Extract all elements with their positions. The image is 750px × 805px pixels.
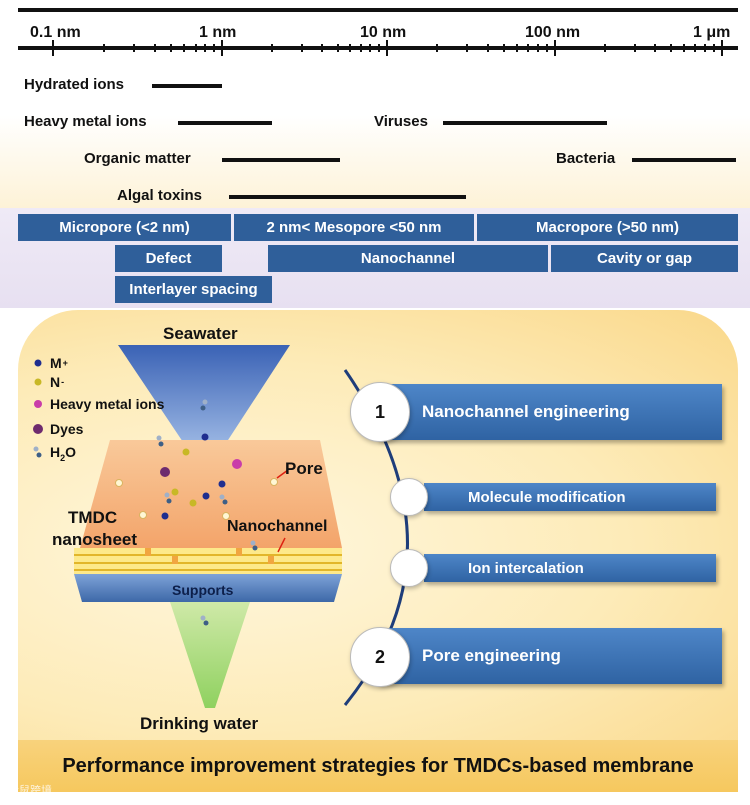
drinking-water-arrow <box>170 602 250 708</box>
strategy-1-circle: 1 <box>350 382 410 442</box>
label-algal-toxins: Algal toxins <box>117 187 203 204</box>
legend-mplus: M+ <box>50 355 68 371</box>
legend-heavy-metal: Heavy metal ions <box>50 396 165 412</box>
nanosheet-label: nanosheet <box>52 530 138 549</box>
strategy-pore-engineering: Pore engineering <box>378 628 722 684</box>
tick-label-10nm: 10 nm <box>360 24 407 41</box>
range-heavy-metal-ions <box>178 121 272 125</box>
pore-label: Pore <box>285 459 323 478</box>
legend-dyes-dot <box>33 424 43 434</box>
title-band: Performance improvement strategies for T… <box>18 740 738 792</box>
range-algal-toxins <box>229 195 466 199</box>
tick-label-100nm: 100 nm <box>525 24 581 41</box>
micropore-box: Micropore (<2 nm) <box>18 214 231 241</box>
drinking-water-label: Drinking water <box>140 714 259 733</box>
figure-title: Performance improvement strategies for T… <box>62 754 694 777</box>
legend-heavy-metal-dot <box>34 400 42 408</box>
defect-box: Defect <box>115 245 222 272</box>
tick-label-1nm: 1 nm <box>199 24 237 41</box>
strategy-molecule-modification: Molecule modification <box>424 483 716 511</box>
range-viruses <box>443 121 607 125</box>
range-bacteria <box>632 158 736 162</box>
legend-dyes: Dyes <box>50 421 84 437</box>
particles <box>115 399 278 626</box>
tick-label-0.1nm: 0.1 nm <box>30 24 81 41</box>
label-hydrated-ions: Hydrated ions <box>24 76 125 93</box>
nanochannel-pointer <box>277 537 286 553</box>
membrane-diagram-svg <box>33 345 409 708</box>
size-scale-panel <box>0 0 750 210</box>
range-organic-matter <box>222 158 340 162</box>
strategy-ion-intercalation: Ion intercalation <box>424 554 716 582</box>
cavity-box: Cavity or gap <box>551 245 738 272</box>
legend-nminus: N- <box>50 374 65 390</box>
legend-nminus-dot <box>34 378 42 386</box>
label-viruses: Viruses <box>374 113 428 130</box>
label-organic-matter: Organic matter <box>84 150 191 167</box>
mesopore-box: 2 nm< Mesopore <50 nm <box>234 214 474 241</box>
macropore-box: Macropore (>50 nm) <box>477 214 738 241</box>
legend-h2o-icon <box>33 446 39 452</box>
supports-layer <box>74 574 342 602</box>
strategy-sub2-circle <box>390 549 428 587</box>
tick-label-1um: 1 μm <box>693 24 731 41</box>
strategy-2-circle: 2 <box>350 627 410 687</box>
legend-mplus-dot <box>34 359 42 367</box>
label-heavy-metal-ions: Heavy metal ions <box>24 113 147 130</box>
tmdc-label: TMDC <box>68 508 118 527</box>
scale-axis-svg <box>18 8 738 56</box>
nanochannel-box: Nanochannel <box>268 245 548 272</box>
pore-pointer <box>276 469 289 479</box>
strategy-sub1-circle <box>390 478 428 516</box>
legend-h2o: H2O <box>50 444 77 463</box>
watermark: 大鼠跨境 <box>8 785 52 797</box>
label-bacteria: Bacteria <box>556 150 616 167</box>
nanochannel-label: Nanochannel <box>227 518 328 535</box>
tmdc-nanosheet <box>80 440 342 548</box>
strategy-nanochannel-engineering: Nanochannel engineering <box>378 384 722 440</box>
seawater-label: Seawater <box>163 324 238 343</box>
supports-label: Supports <box>172 582 234 598</box>
minor-ticks <box>52 40 723 56</box>
interlayer-spacing-box: Interlayer spacing <box>115 276 272 303</box>
range-hydrated-ions <box>152 84 222 88</box>
